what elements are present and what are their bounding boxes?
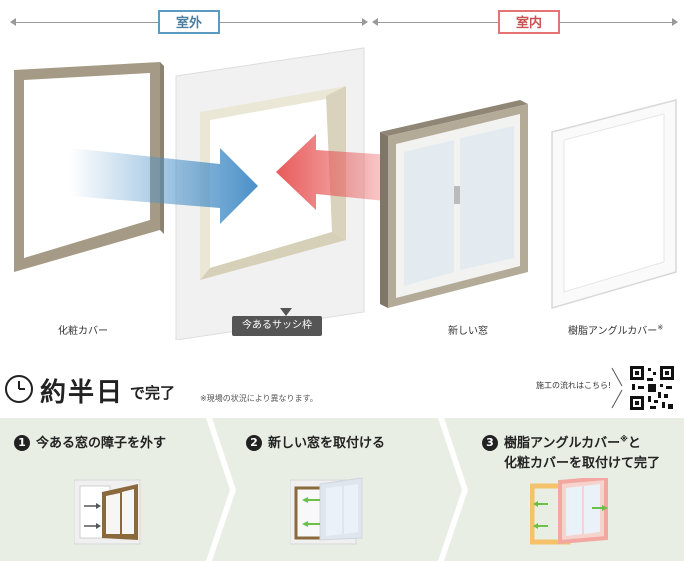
qr-caption-bracket <box>611 367 623 409</box>
indoor-left-arrowhead <box>372 18 378 26</box>
qr-code-icon[interactable] <box>628 364 676 412</box>
outdoor-right-arrowhead <box>362 18 368 26</box>
step-3-text-1: 樹脂アングルカバー <box>504 436 621 451</box>
clock-icon <box>5 375 33 403</box>
step-2-text: 新しい窓を取付ける <box>268 436 386 451</box>
step-1-text: 今ある窓の障子を外す <box>36 436 167 451</box>
blue-arrow <box>70 148 258 224</box>
resin-angle-cover <box>551 99 677 309</box>
step-2-illustration <box>290 477 363 545</box>
indoor-badge: 室内 <box>498 10 560 34</box>
step-3-mark: ※ <box>620 434 628 444</box>
duration-note: ※現場の状況により異なります。 <box>200 394 318 403</box>
step-1-number: 1 <box>14 435 30 451</box>
step-3-text-1-tail: と <box>627 436 641 451</box>
outdoor-badge: 室外 <box>158 10 220 34</box>
step-2-number: 2 <box>246 435 262 451</box>
resin-angle-cover-text: 樹脂アングルカバー <box>568 326 658 337</box>
step-3-illustration <box>530 478 608 545</box>
existing-frame-pointer <box>280 308 292 316</box>
existing-sash-wall <box>175 47 365 340</box>
new-window-label: 新しい窓 <box>448 326 488 337</box>
new-window-unit <box>380 100 528 308</box>
existing-frame-label-text: 今あるサッシ枠 <box>242 320 312 331</box>
resin-angle-cover-mark: ※ <box>657 323 664 332</box>
step-2-title: 2 新しい窓を取付ける <box>246 432 385 451</box>
duration-headline: 約半日 <box>40 378 125 408</box>
qr-caption: 施工の流れはこちら! <box>536 381 612 390</box>
window-exploded-diagram <box>14 47 677 340</box>
step-1-illustration <box>74 479 141 545</box>
outdoor-left-arrowhead <box>10 18 16 26</box>
duration-suffix: で完了 <box>130 384 176 402</box>
step-3-title-line1: 3 樹脂アングルカバー※と <box>482 432 641 451</box>
resin-angle-cover-label: 樹脂アングルカバー※ <box>568 322 663 337</box>
step-3-title-line2: 化粧カバーを取付けて完了 <box>504 456 661 471</box>
step-3-number: 3 <box>482 435 498 451</box>
existing-frame-label: 今あるサッシ枠 <box>232 316 322 336</box>
trim-cover-label: 化粧カバー <box>58 326 108 337</box>
step-1-title: 1 今ある窓の障子を外す <box>14 432 166 451</box>
indoor-right-arrowhead <box>672 18 678 26</box>
